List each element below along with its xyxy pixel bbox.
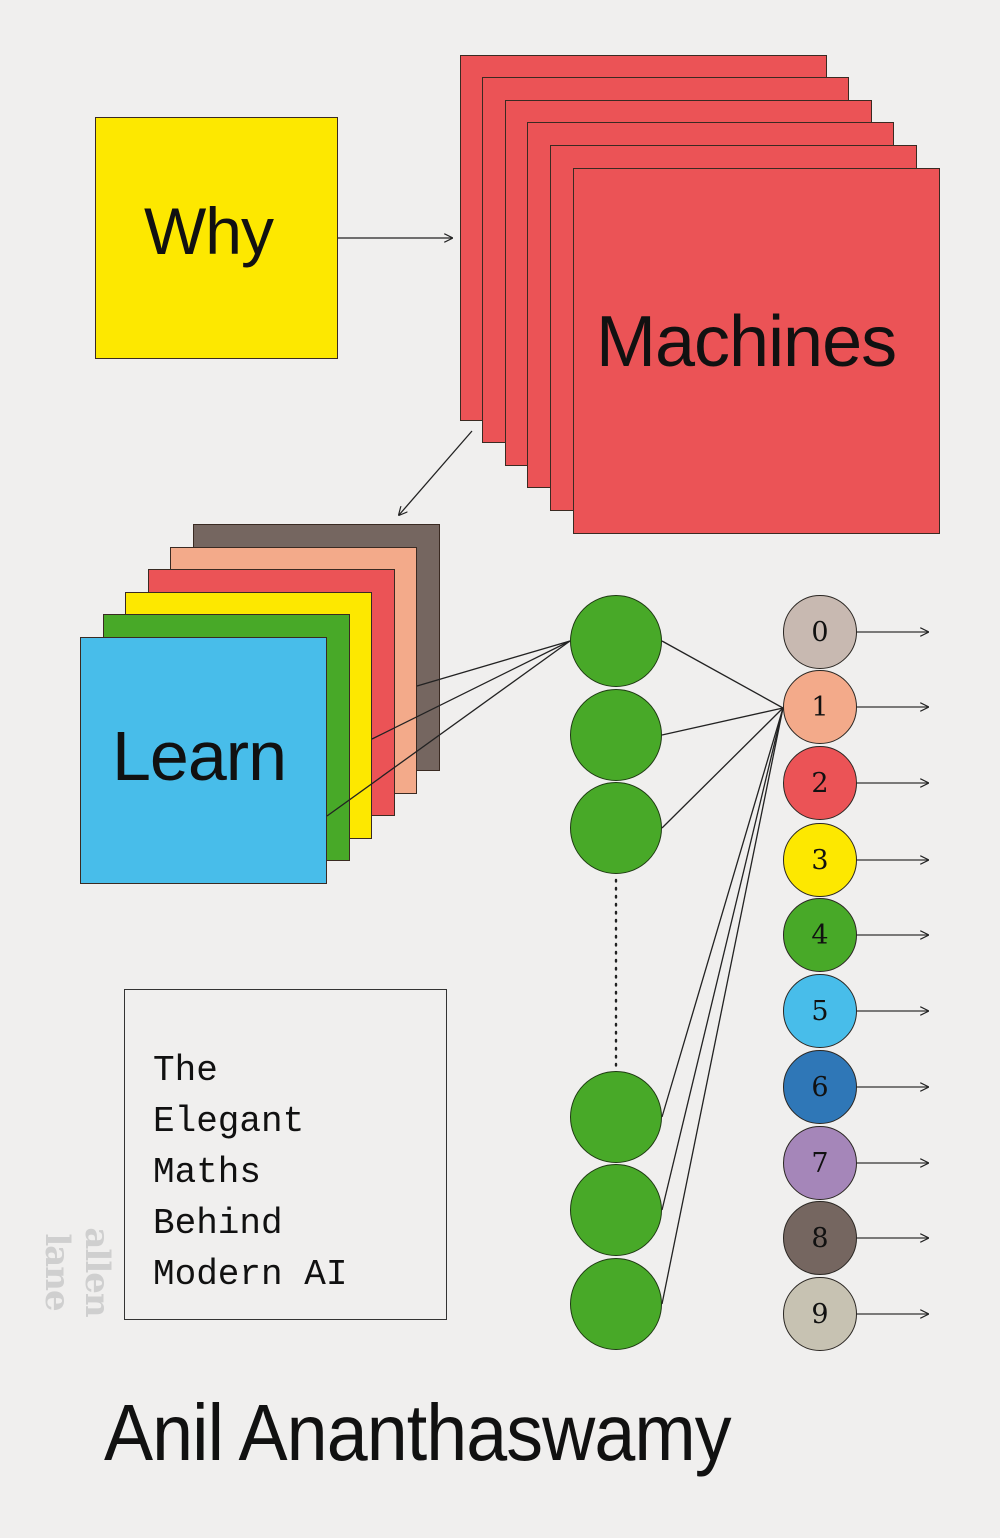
subtitle-line: The	[153, 1050, 218, 1091]
machines-square: Machines	[573, 168, 940, 534]
output-node-6: 6	[783, 1050, 857, 1124]
subtitle-line: Behind	[153, 1203, 283, 1244]
output-node-1: 1	[783, 670, 857, 744]
output-node-5: 5	[783, 974, 857, 1048]
hidden-node	[570, 689, 662, 781]
why-square: Why	[95, 117, 338, 359]
author-name: Anil Ananthaswamy	[104, 1388, 732, 1477]
subtitle-line: Elegant	[153, 1101, 305, 1142]
hidden-node	[570, 782, 662, 874]
arrow-machines-to-learn	[399, 430, 473, 515]
subtitle: The Elegant Maths Behind Modern AI	[153, 1045, 347, 1300]
output-node-3: 3	[783, 823, 857, 897]
hidden-node	[570, 1164, 662, 1256]
title-word-learn: Learn	[112, 717, 287, 795]
output-node-0: 0	[783, 595, 857, 669]
output-node-4: 4	[783, 898, 857, 972]
output-node-9: 9	[783, 1277, 857, 1351]
output-node-2: 2	[783, 746, 857, 820]
subtitle-line: Modern AI	[153, 1254, 348, 1295]
title-word-why: Why	[144, 194, 274, 268]
publisher-logo: allen lane	[37, 1227, 117, 1317]
hidden-node	[570, 595, 662, 687]
output-node-8: 8	[783, 1201, 857, 1275]
subtitle-line: Maths	[153, 1152, 262, 1193]
hidden-node	[570, 1071, 662, 1163]
hidden-node	[570, 1258, 662, 1350]
learn-square: Learn	[80, 637, 327, 884]
subtitle-box: The Elegant Maths Behind Modern AI	[124, 989, 447, 1320]
title-word-machines: Machines	[596, 302, 897, 382]
output-node-7: 7	[783, 1126, 857, 1200]
